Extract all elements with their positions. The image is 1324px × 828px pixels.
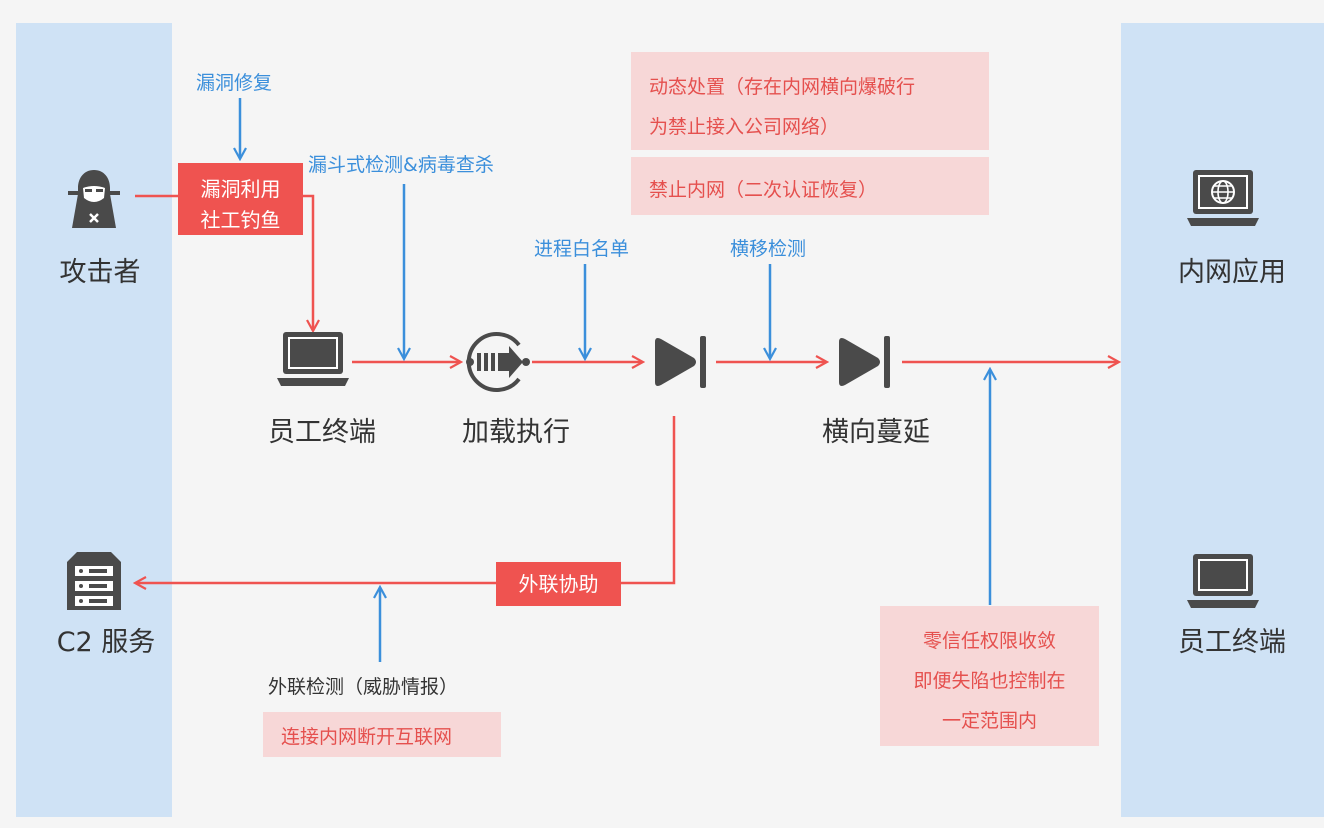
- server-icon: [67, 552, 121, 610]
- process-whitelist-label: 进程白名单: [534, 238, 630, 260]
- cut-internet-box: 连接内网断开互联网: [263, 712, 501, 757]
- exploit-line2: 社工钓鱼: [200, 208, 281, 232]
- laptop-icon-right: [1187, 554, 1259, 608]
- skip-forward-icon: [655, 336, 706, 388]
- vuln-fix-label: 漏洞修复: [196, 72, 273, 94]
- c2-label: C2 服务: [56, 627, 156, 658]
- zero-trust-line2: 即便失陷也控制在: [913, 670, 1066, 692]
- zero-trust-box: 零信任权限收敛 即便失陷也控制在 一定范围内: [880, 606, 1099, 746]
- web-laptop-icon: [1187, 170, 1259, 226]
- ban-intranet-box: 禁止内网（二次认证恢复）: [631, 157, 989, 215]
- laptop-icon: [277, 332, 349, 386]
- funnel-detect-label: 漏斗式检测&病毒查杀: [308, 154, 494, 176]
- employee-terminal-label: 员工终端: [268, 417, 376, 448]
- intranet-app-label: 内网应用: [1178, 257, 1286, 288]
- cut-internet-text: 连接内网断开互联网: [281, 726, 453, 748]
- zero-trust-line1: 零信任权限收敛: [922, 630, 1056, 652]
- execute-icon: [466, 332, 530, 392]
- lateral-detect-label: 横移检测: [730, 238, 807, 260]
- skip-forward-icon-2: [839, 336, 890, 388]
- lateral-spread-label: 横向蔓延: [822, 417, 930, 448]
- load-execute-label: 加载执行: [462, 417, 570, 448]
- right-panel: [1121, 23, 1324, 817]
- dynamic-response-line1: 动态处置（存在内网横向爆破行: [649, 76, 916, 98]
- exploit-line1: 漏洞利用: [200, 177, 281, 201]
- outbound-assist-box: 外联协助: [496, 562, 621, 606]
- left-panel: [16, 23, 172, 817]
- attacker-label: 攻击者: [59, 257, 141, 288]
- ban-intranet-text: 禁止内网（二次认证恢复）: [649, 179, 878, 201]
- exploit-box: 漏洞利用 社工钓鱼: [178, 163, 303, 235]
- right-employee-terminal-label: 员工终端: [1178, 627, 1286, 658]
- outbound-detect-label: 外联检测（威胁情报）: [268, 676, 459, 698]
- dynamic-response-line2: 为禁止接入公司网络）: [649, 116, 840, 138]
- exploit-to-terminal-arrow: [302, 194, 313, 330]
- zero-trust-line3: 一定范围内: [941, 710, 1037, 732]
- outbound-line: [621, 416, 676, 585]
- dynamic-response-box: 动态处置（存在内网横向爆破行 为禁止接入公司网络）: [631, 52, 989, 150]
- hacker-icon: [68, 170, 120, 228]
